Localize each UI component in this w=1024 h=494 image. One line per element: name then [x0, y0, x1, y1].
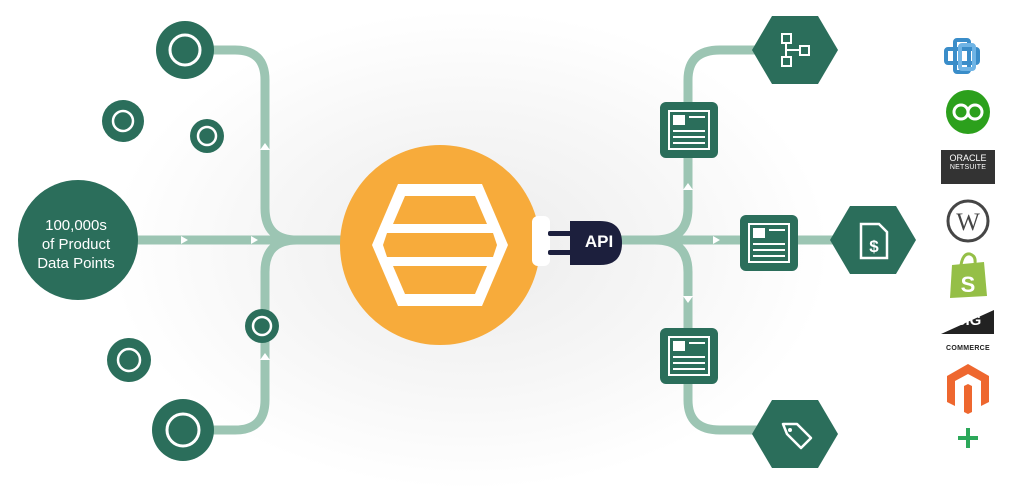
- oracle-netsuite-icon: [941, 150, 995, 184]
- plug-icon: [570, 221, 622, 265]
- flow-arrow-icon: [260, 353, 270, 360]
- teamwork-crossed-blocks-icon: [944, 38, 980, 74]
- svg-text:W: W: [956, 209, 980, 236]
- beehive-hexagon-icon: [372, 184, 508, 306]
- output-paths: [615, 45, 840, 435]
- output-node-invoice: $: [830, 206, 916, 274]
- ring-icon: [251, 315, 273, 337]
- flow-arrow-icon: [683, 183, 693, 190]
- source-label-line-3: Data Points: [37, 255, 115, 272]
- input-node-main: [18, 180, 138, 300]
- magento-icon: [947, 364, 989, 414]
- oracle-netsuite-text: ORACLE NETSUITE: [940, 153, 996, 173]
- svg-text:$: $: [869, 237, 879, 256]
- flow-arrow-icon: [181, 236, 188, 244]
- ring-icon: [165, 412, 201, 448]
- bigcommerce-icon: [941, 310, 994, 334]
- product-sheet-2: [740, 215, 798, 271]
- flow-arrows-right: [683, 183, 720, 303]
- bigcommerce-big-text: BIG: [954, 312, 982, 329]
- oracle-text: ORACLE: [949, 153, 987, 163]
- plus-icon: [958, 428, 978, 448]
- input-node-top: [156, 21, 214, 79]
- platform-logos: W S: [941, 38, 995, 448]
- flow-arrow-icon: [683, 296, 693, 303]
- output-node-tag: [752, 400, 838, 468]
- input-node-small-2: [190, 119, 224, 153]
- shopify-bag-icon: S: [950, 252, 987, 298]
- hierarchy-icon: [781, 33, 810, 67]
- input-node-small-4: [107, 338, 151, 382]
- plug-prong: [548, 231, 572, 236]
- flow-arrow-icon: [260, 143, 270, 150]
- flow-arrow-icon: [713, 236, 720, 244]
- input-nodes: [18, 21, 279, 461]
- ring-icon: [116, 347, 142, 373]
- input-node-small-3: [245, 309, 279, 343]
- svg-text:S: S: [961, 272, 976, 297]
- ring-icon: [196, 125, 218, 147]
- netsuite-text: NETSUITE: [949, 164, 987, 171]
- path-top-input: [200, 45, 350, 245]
- output-node-hierarchy: [752, 16, 838, 84]
- api-plug: [532, 216, 622, 266]
- product-sheet-1: [660, 102, 718, 158]
- plug-prong: [548, 250, 572, 255]
- source-node-label: 100,000s of Product Data Points: [18, 216, 134, 273]
- ring-icon: [168, 33, 202, 67]
- flow-arrow-icon: [251, 236, 258, 244]
- bigcommerce-commerce-text: COMMERCE: [945, 345, 990, 352]
- input-node-small-1: [102, 100, 144, 142]
- input-node-bottom: [152, 399, 214, 461]
- ring-icon: [111, 109, 135, 133]
- api-label: API: [584, 232, 614, 251]
- invoice-dollar-icon: $: [859, 222, 889, 260]
- flow-arrows-left: [181, 143, 270, 360]
- source-label-line-1: 100,000s: [45, 217, 107, 234]
- central-hub: [340, 145, 540, 345]
- quickbooks-icon: [946, 90, 990, 134]
- input-paths: [130, 45, 350, 435]
- source-label-line-2: of Product: [41, 236, 111, 253]
- wordpress-icon: W: [946, 199, 990, 243]
- price-tag-icon: [781, 422, 813, 450]
- product-sheet-3: [660, 328, 718, 384]
